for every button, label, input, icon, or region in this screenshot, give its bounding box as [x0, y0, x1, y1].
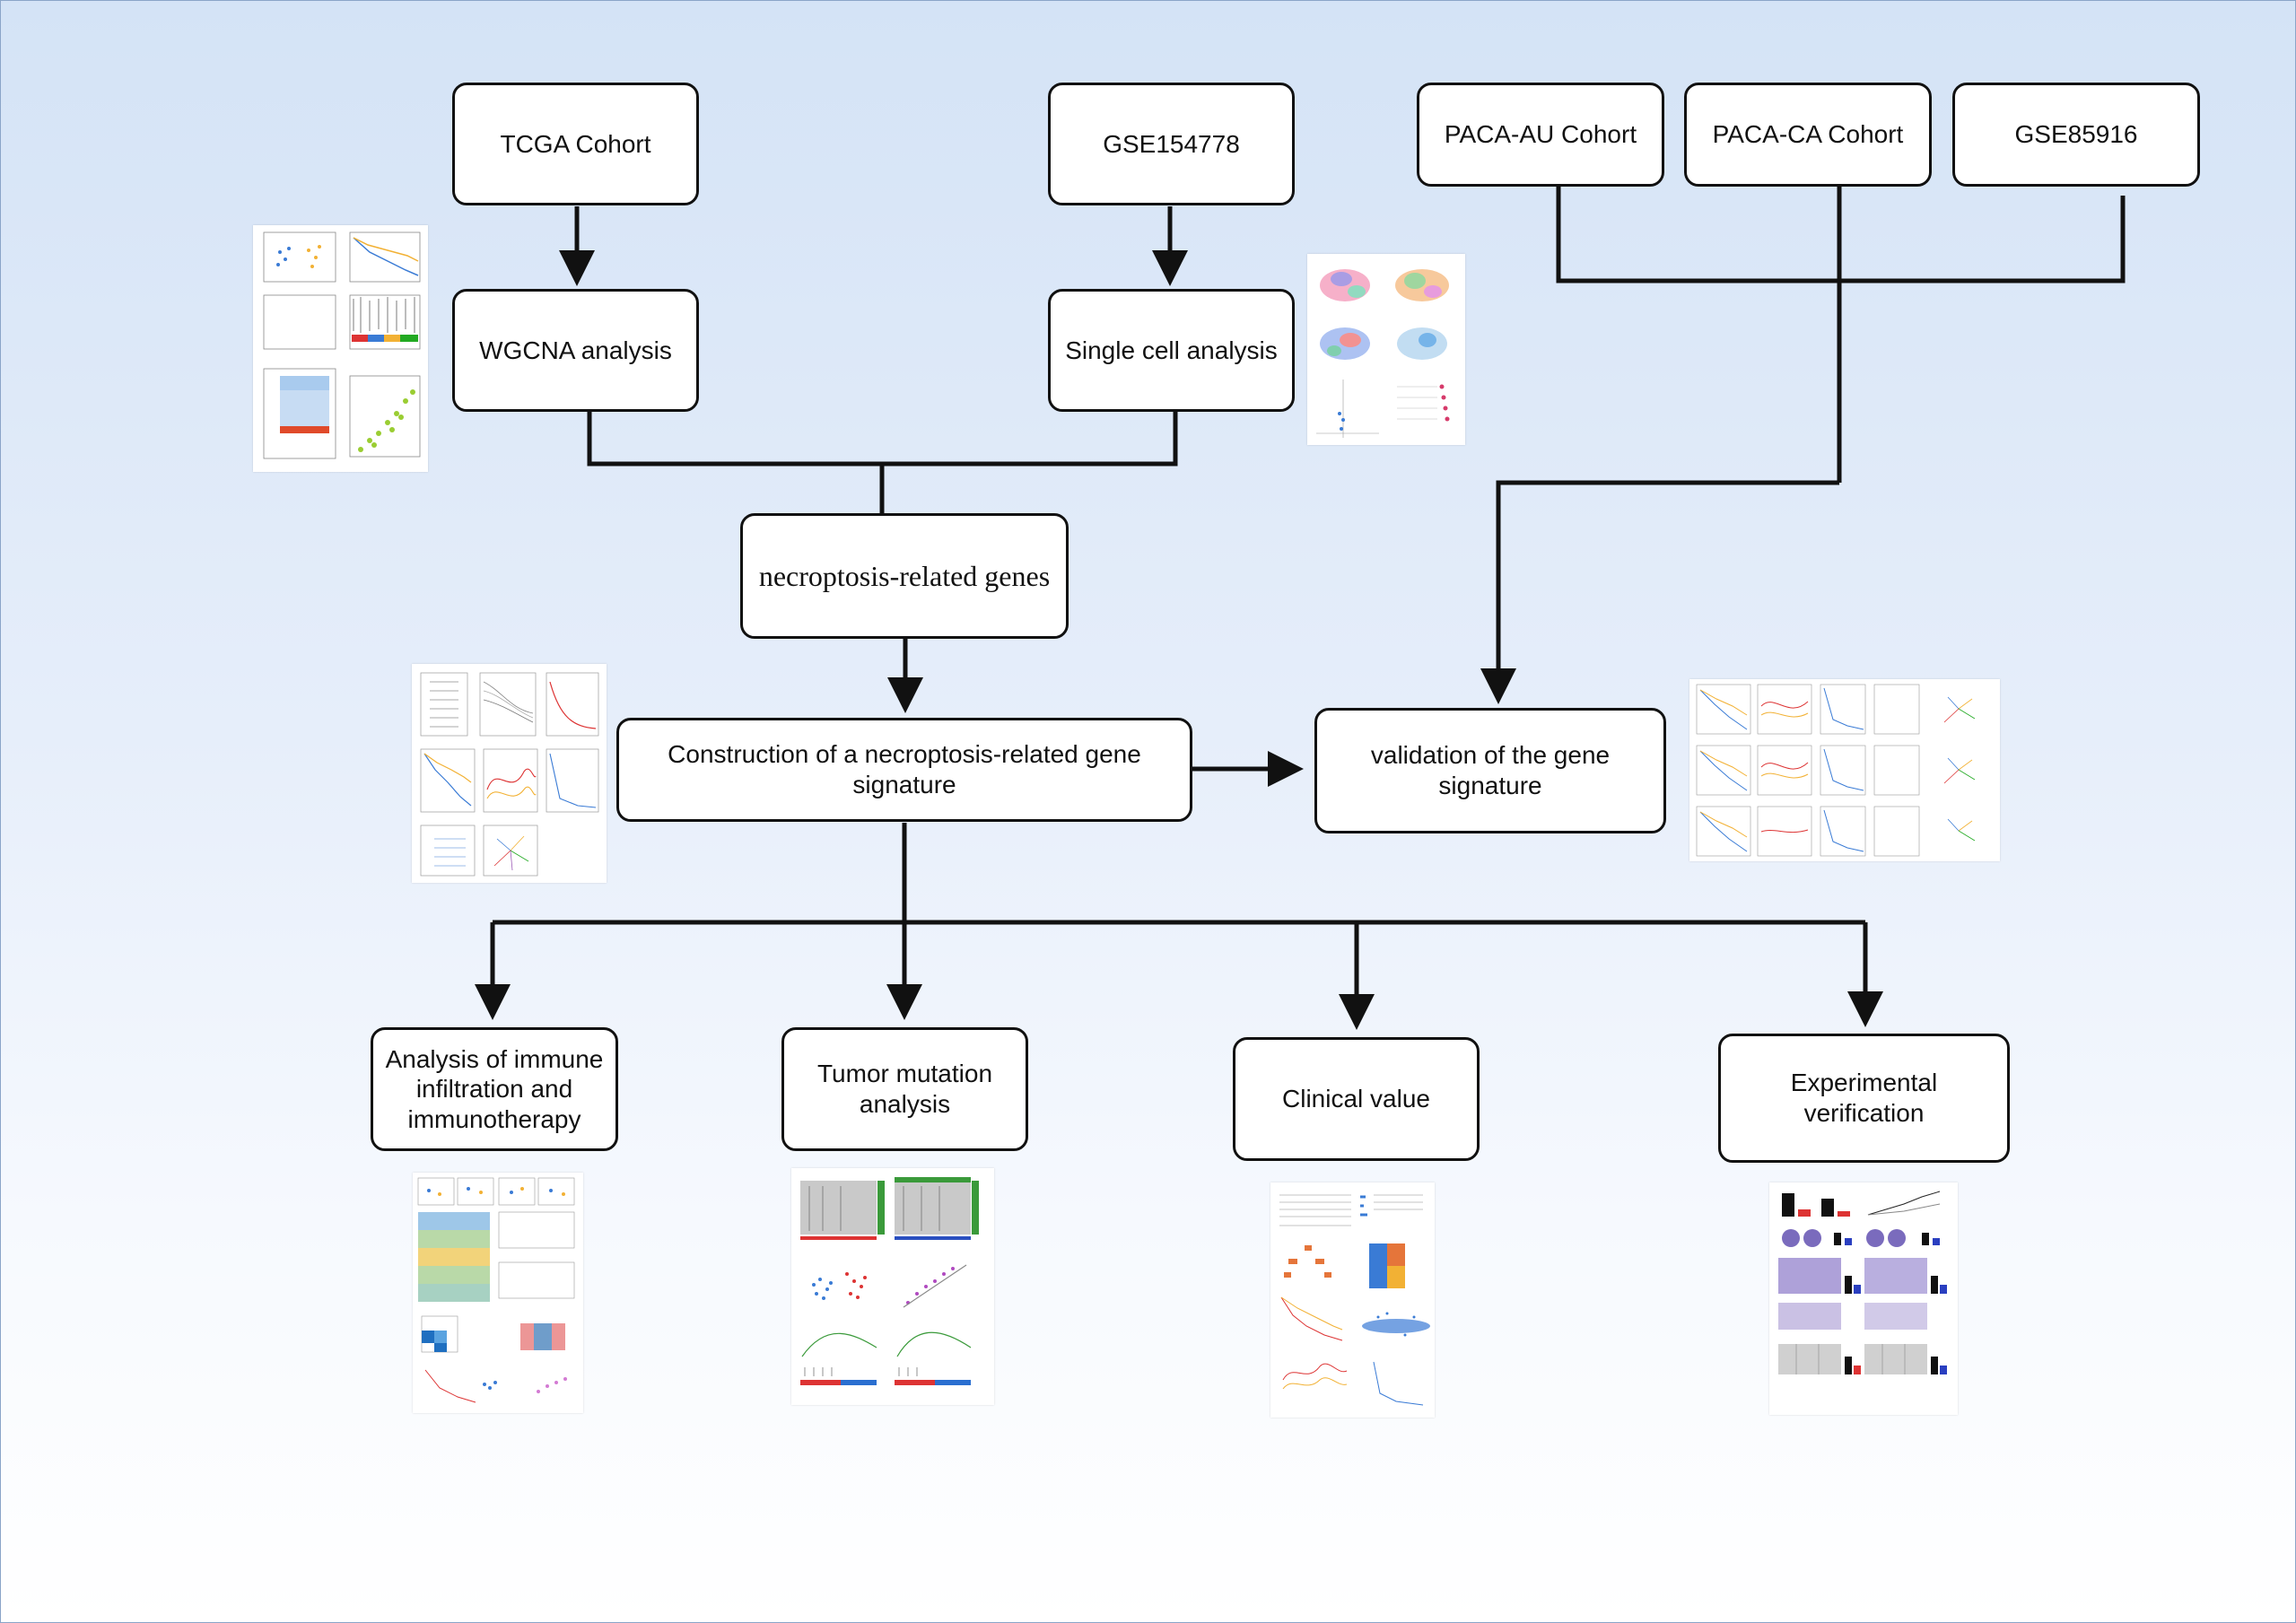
mutation-label: Tumor mutation analysis	[816, 1060, 993, 1118]
validation-box: validation of the gene signature	[1314, 708, 1666, 833]
construction-box: Construction of a necroptosis-related ge…	[616, 718, 1192, 822]
gse85916-label: GSE85916	[2014, 120, 2138, 149]
line-merge-top	[587, 412, 1178, 467]
gse85916-box: GSE85916	[1952, 83, 2200, 187]
gse154778-box: GSE154778	[1048, 83, 1295, 205]
experimental-figure-thumbnail	[1769, 1182, 1958, 1415]
immune-label: Analysis of immune infiltration and immu…	[385, 1044, 604, 1133]
construction-figure-thumbnail	[412, 664, 607, 883]
single-cell-figure-thumbnail	[1307, 254, 1465, 445]
gse154778-label: GSE154778	[1103, 129, 1240, 158]
paca-au-label: PACA-AU Cohort	[1444, 120, 1637, 149]
paca-ca-box: PACA-CA Cohort	[1684, 83, 1932, 187]
immune-box: Analysis of immune infiltration and immu…	[371, 1027, 618, 1151]
tcga-cohort-box: TCGA Cohort	[452, 83, 699, 205]
tcga-cohort-label: TCGA Cohort	[500, 129, 651, 158]
arrow-cohorts-validation	[1480, 480, 1839, 704]
mutation-figure-thumbnail	[791, 1168, 994, 1405]
clinical-label: Clinical value	[1282, 1085, 1430, 1113]
paca-au-box: PACA-AU Cohort	[1417, 83, 1664, 187]
paca-ca-label: PACA-CA Cohort	[1712, 120, 1904, 149]
single-cell-label: Single cell analysis	[1065, 336, 1278, 364]
necroptosis-genes-box: necroptosis-related genes	[740, 513, 1069, 639]
mutation-box: Tumor mutation analysis	[781, 1027, 1028, 1151]
immune-figure-thumbnail	[413, 1173, 583, 1413]
construction-label: Construction of a necroptosis-related ge…	[668, 740, 1141, 798]
necroptosis-genes-label: necroptosis-related genes	[758, 559, 1051, 592]
clinical-figure-thumbnail	[1270, 1182, 1435, 1418]
clinical-box: Clinical value	[1233, 1037, 1480, 1161]
wgcna-box: WGCNA analysis	[452, 289, 699, 412]
wgcna-figure-thumbnail	[253, 225, 428, 472]
wgcna-label: WGCNA analysis	[479, 336, 672, 364]
experimental-label: Experimental verification	[1790, 1069, 1938, 1127]
single-cell-box: Single cell analysis	[1048, 289, 1295, 412]
validation-label: validation of the gene signature	[1370, 741, 1611, 799]
experimental-box: Experimental verification	[1718, 1034, 2010, 1163]
validation-figure-thumbnail	[1689, 679, 2000, 861]
